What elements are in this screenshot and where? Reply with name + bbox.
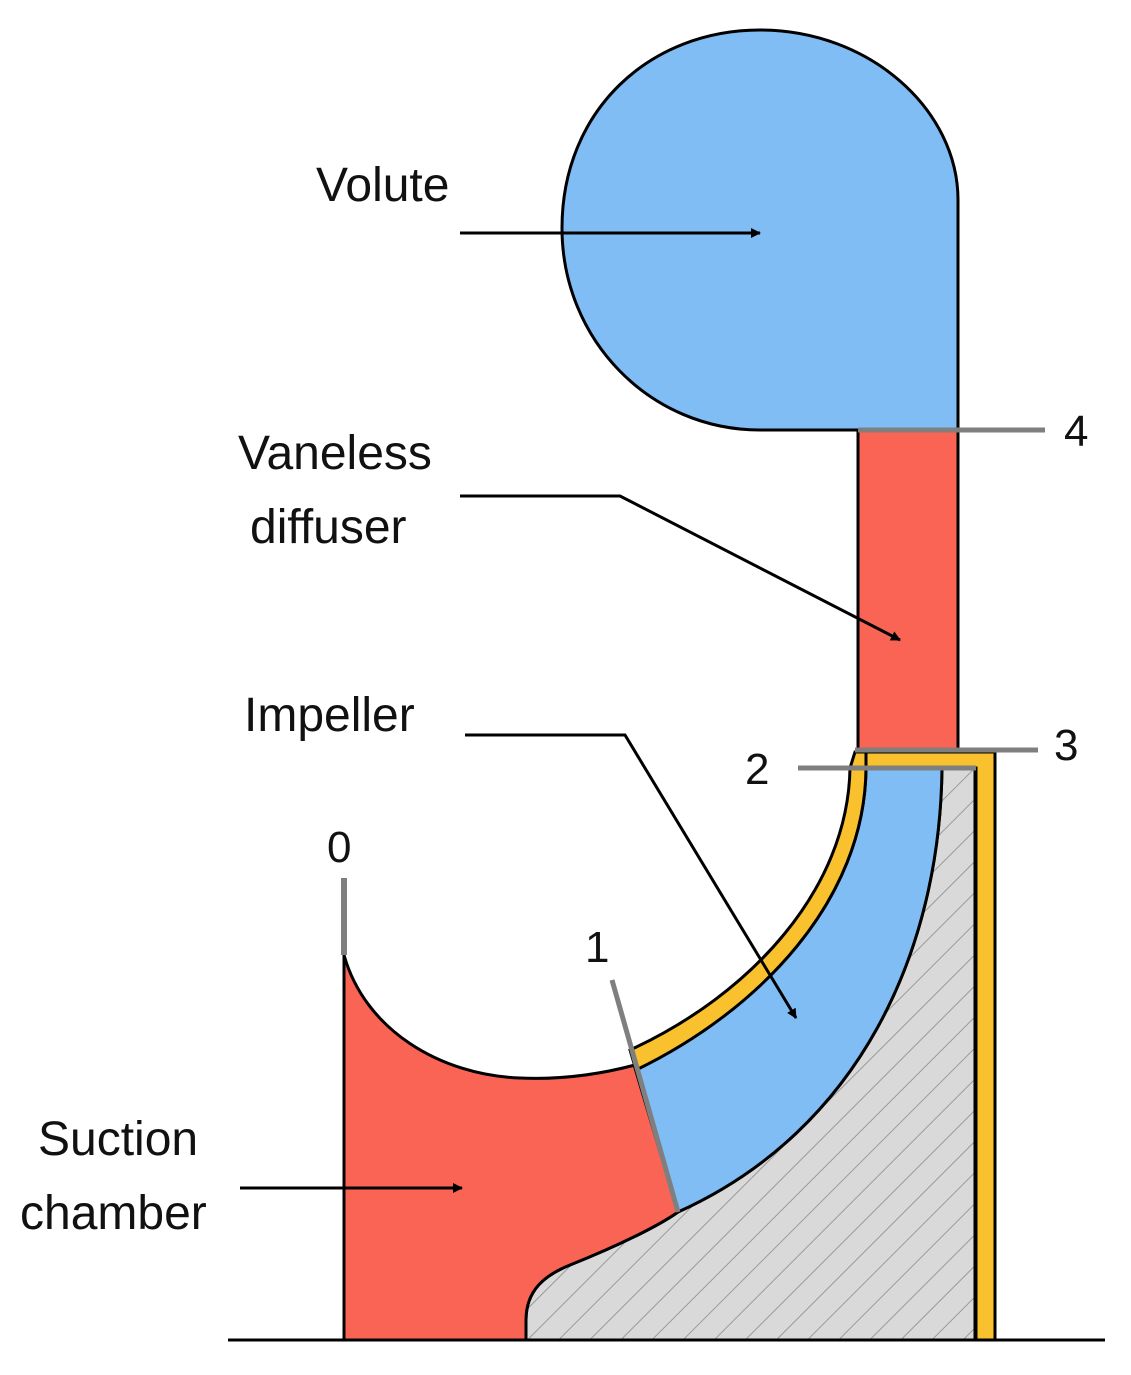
volute-region [560,28,960,432]
vaneless-diffuser-region [856,428,960,754]
suction-chamber-region [342,954,680,1342]
volute-label: Volute [316,159,450,212]
station-1-label: 1 [585,923,610,972]
impeller-label: Impeller [244,689,415,742]
station-0-label: 0 [327,823,352,872]
suction-chamber-label-line2: chamber [20,1187,207,1240]
vaneless-diffuser-label-line2: diffuser [250,501,407,554]
station-line-1 [609,979,681,1213]
vaneless-diffuser-arrow [460,494,901,642]
station-4-label: 4 [1064,407,1089,456]
suction-chamber-label-line1: Suction [38,1113,199,1166]
station-3-label: 3 [1054,721,1079,770]
vaneless-diffuser-label-line1: Vaneless [238,427,432,480]
station-2-label: 2 [745,745,770,794]
impeller-arrow [465,733,798,1019]
